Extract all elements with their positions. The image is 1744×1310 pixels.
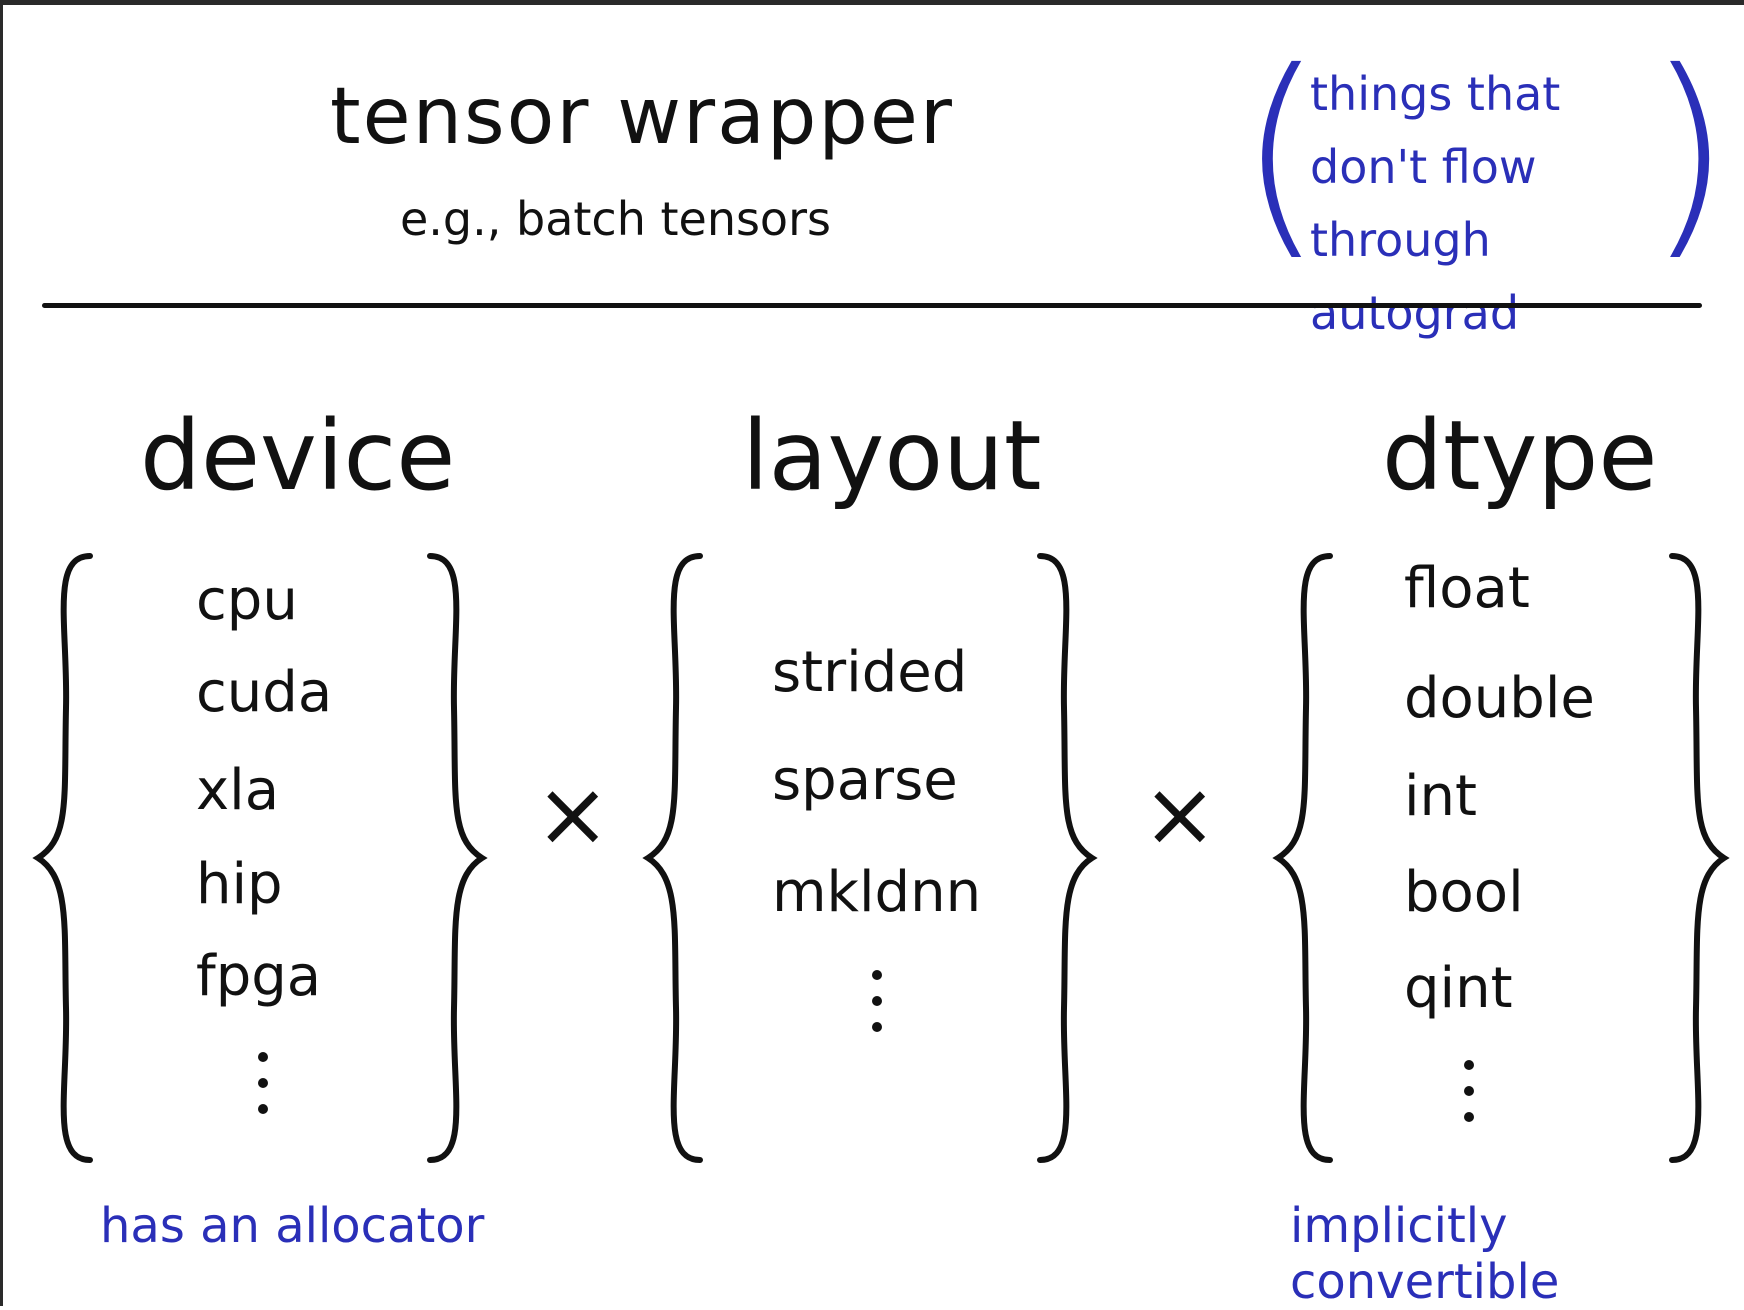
times-operator-1: × [535,762,611,867]
device-ellipsis-icon [258,1052,268,1130]
side-note-line: through autograd [1310,213,1520,340]
left-brace-layout [642,553,703,1163]
heading-layout: layout [742,400,1042,512]
layout-item: mkldnn [772,860,982,925]
right-brace-dtype [1669,553,1730,1163]
frame-top-border [0,0,1744,5]
layout-item: strided [772,640,968,705]
heading-device: device [140,400,456,512]
diagram-title: tensor wrapper [330,72,954,162]
left-brace-dtype [1272,553,1333,1163]
divider-line [42,303,1702,308]
dtype-item: int [1404,764,1478,829]
right-brace-device [427,553,488,1163]
side-note-line: things that [1310,67,1561,121]
note-open-paren: ( [1238,24,1324,280]
right-brace-layout [1037,553,1098,1163]
dtype-ellipsis-icon [1464,1060,1474,1138]
device-footnote: has an allocator [100,1198,485,1254]
device-item: fpga [196,944,322,1009]
note-close-paren: ) [1646,24,1732,280]
side-note: things that don't flow through autograd [1310,58,1670,350]
times-operator-2: × [1142,762,1218,867]
dtype-item: double [1404,666,1595,731]
dtype-item: qint [1404,956,1513,1021]
dtype-item: float [1404,556,1530,621]
side-note-line: don't flow [1310,140,1537,194]
device-item: cpu [196,568,298,633]
left-brace-device [32,553,93,1163]
dtype-footnote: implicitly convertible [1290,1198,1560,1310]
device-item: cuda [196,660,333,725]
frame-left-border [0,0,3,1306]
device-item: hip [196,852,283,917]
device-item: xla [196,758,280,823]
layout-ellipsis-icon [872,970,882,1048]
diagram-subtitle: e.g., batch tensors [400,192,831,246]
dtype-item: bool [1404,860,1524,925]
layout-item: sparse [772,748,958,813]
heading-dtype: dtype [1382,400,1658,512]
